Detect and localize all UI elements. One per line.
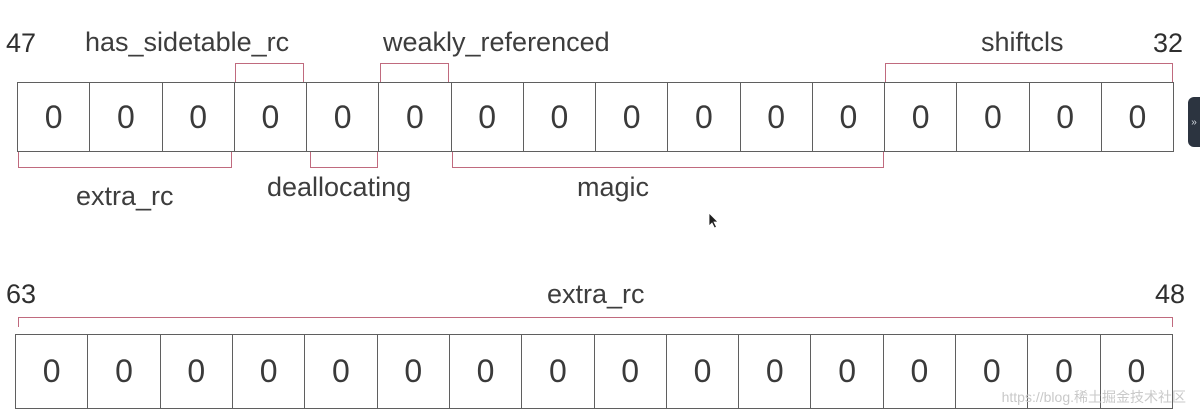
bit-cell: 0 [452, 83, 524, 151]
bit-cell: 0 [1101, 335, 1173, 408]
label-shiftcls: shiftcls [981, 27, 1064, 57]
bracket-weakly-referenced [380, 63, 449, 83]
bracket-extra-rc-low [18, 152, 232, 168]
bit-cell: 0 [1028, 335, 1101, 408]
bit-cell: 0 [811, 335, 884, 408]
bit-cell: 0 [885, 83, 958, 151]
label-has-sidetable-rc: has_sidetable_rc [85, 27, 290, 57]
mouse-pointer-icon [708, 212, 719, 229]
bit-cell: 0 [596, 83, 669, 151]
bottom-row-start-bit: 63 [6, 279, 37, 309]
top-row-end-bit: 32 [1153, 28, 1184, 58]
bit-cell: 0 [741, 83, 813, 151]
bit-cell: 0 [813, 83, 885, 151]
bit-cell: 0 [90, 83, 163, 151]
watermark: https://blog.稀土掘金技术社区 [1001, 389, 1186, 405]
double-chevron-right-icon[interactable]: » [1188, 97, 1200, 147]
bit-cell: 0 [163, 83, 235, 151]
label-weakly-referenced: weakly_referenced [383, 27, 610, 57]
label-extra-rc-low: extra_rc [76, 181, 174, 211]
bit-cell: 0 [957, 83, 1030, 151]
bracket-deallocating [310, 152, 378, 168]
bit-cell: 0 [378, 335, 450, 408]
bit-cell: 0 [667, 335, 740, 408]
bit-cell: 0 [595, 335, 667, 408]
bit-cell: 0 [18, 83, 91, 151]
label-magic: magic [577, 172, 650, 202]
bit-cell: 0 [1030, 83, 1102, 151]
bracket-magic [452, 152, 884, 168]
bit-cell: 0 [524, 83, 596, 151]
bracket-extra-rc-high [18, 317, 1173, 327]
bit-cell: 0 [450, 335, 523, 408]
bit-cell: 0 [379, 83, 452, 151]
label-deallocating: deallocating [267, 172, 412, 202]
bit-cell: 0 [88, 335, 161, 408]
bit-cell: 0 [16, 335, 89, 408]
top-row-start-bit: 47 [6, 28, 37, 58]
bit-cell: 0 [668, 83, 741, 151]
bit-cell: 0 [1102, 83, 1174, 151]
bit-cell: 0 [739, 335, 812, 408]
bit-cell: 0 [956, 335, 1029, 408]
top-bit-row: 0 0 0 0 0 0 0 0 0 0 0 0 0 0 0 0 [17, 82, 1174, 152]
bit-cell: 0 [307, 83, 380, 151]
bit-cell: 0 [884, 335, 957, 408]
bit-cell: 0 [305, 335, 378, 408]
bracket-has-sidetable-rc [235, 63, 304, 83]
bottom-bit-row: 0 0 0 0 0 0 0 0 0 0 0 0 0 0 0 0 [15, 334, 1173, 409]
bracket-shiftcls [885, 63, 1173, 83]
bit-cell: 0 [233, 335, 306, 408]
bit-cell: 0 [161, 335, 233, 408]
bit-cell: 0 [522, 335, 595, 408]
label-extra-rc-high: extra_rc [547, 279, 645, 309]
bottom-row-end-bit: 48 [1155, 279, 1186, 309]
bit-cell: 0 [235, 83, 307, 151]
